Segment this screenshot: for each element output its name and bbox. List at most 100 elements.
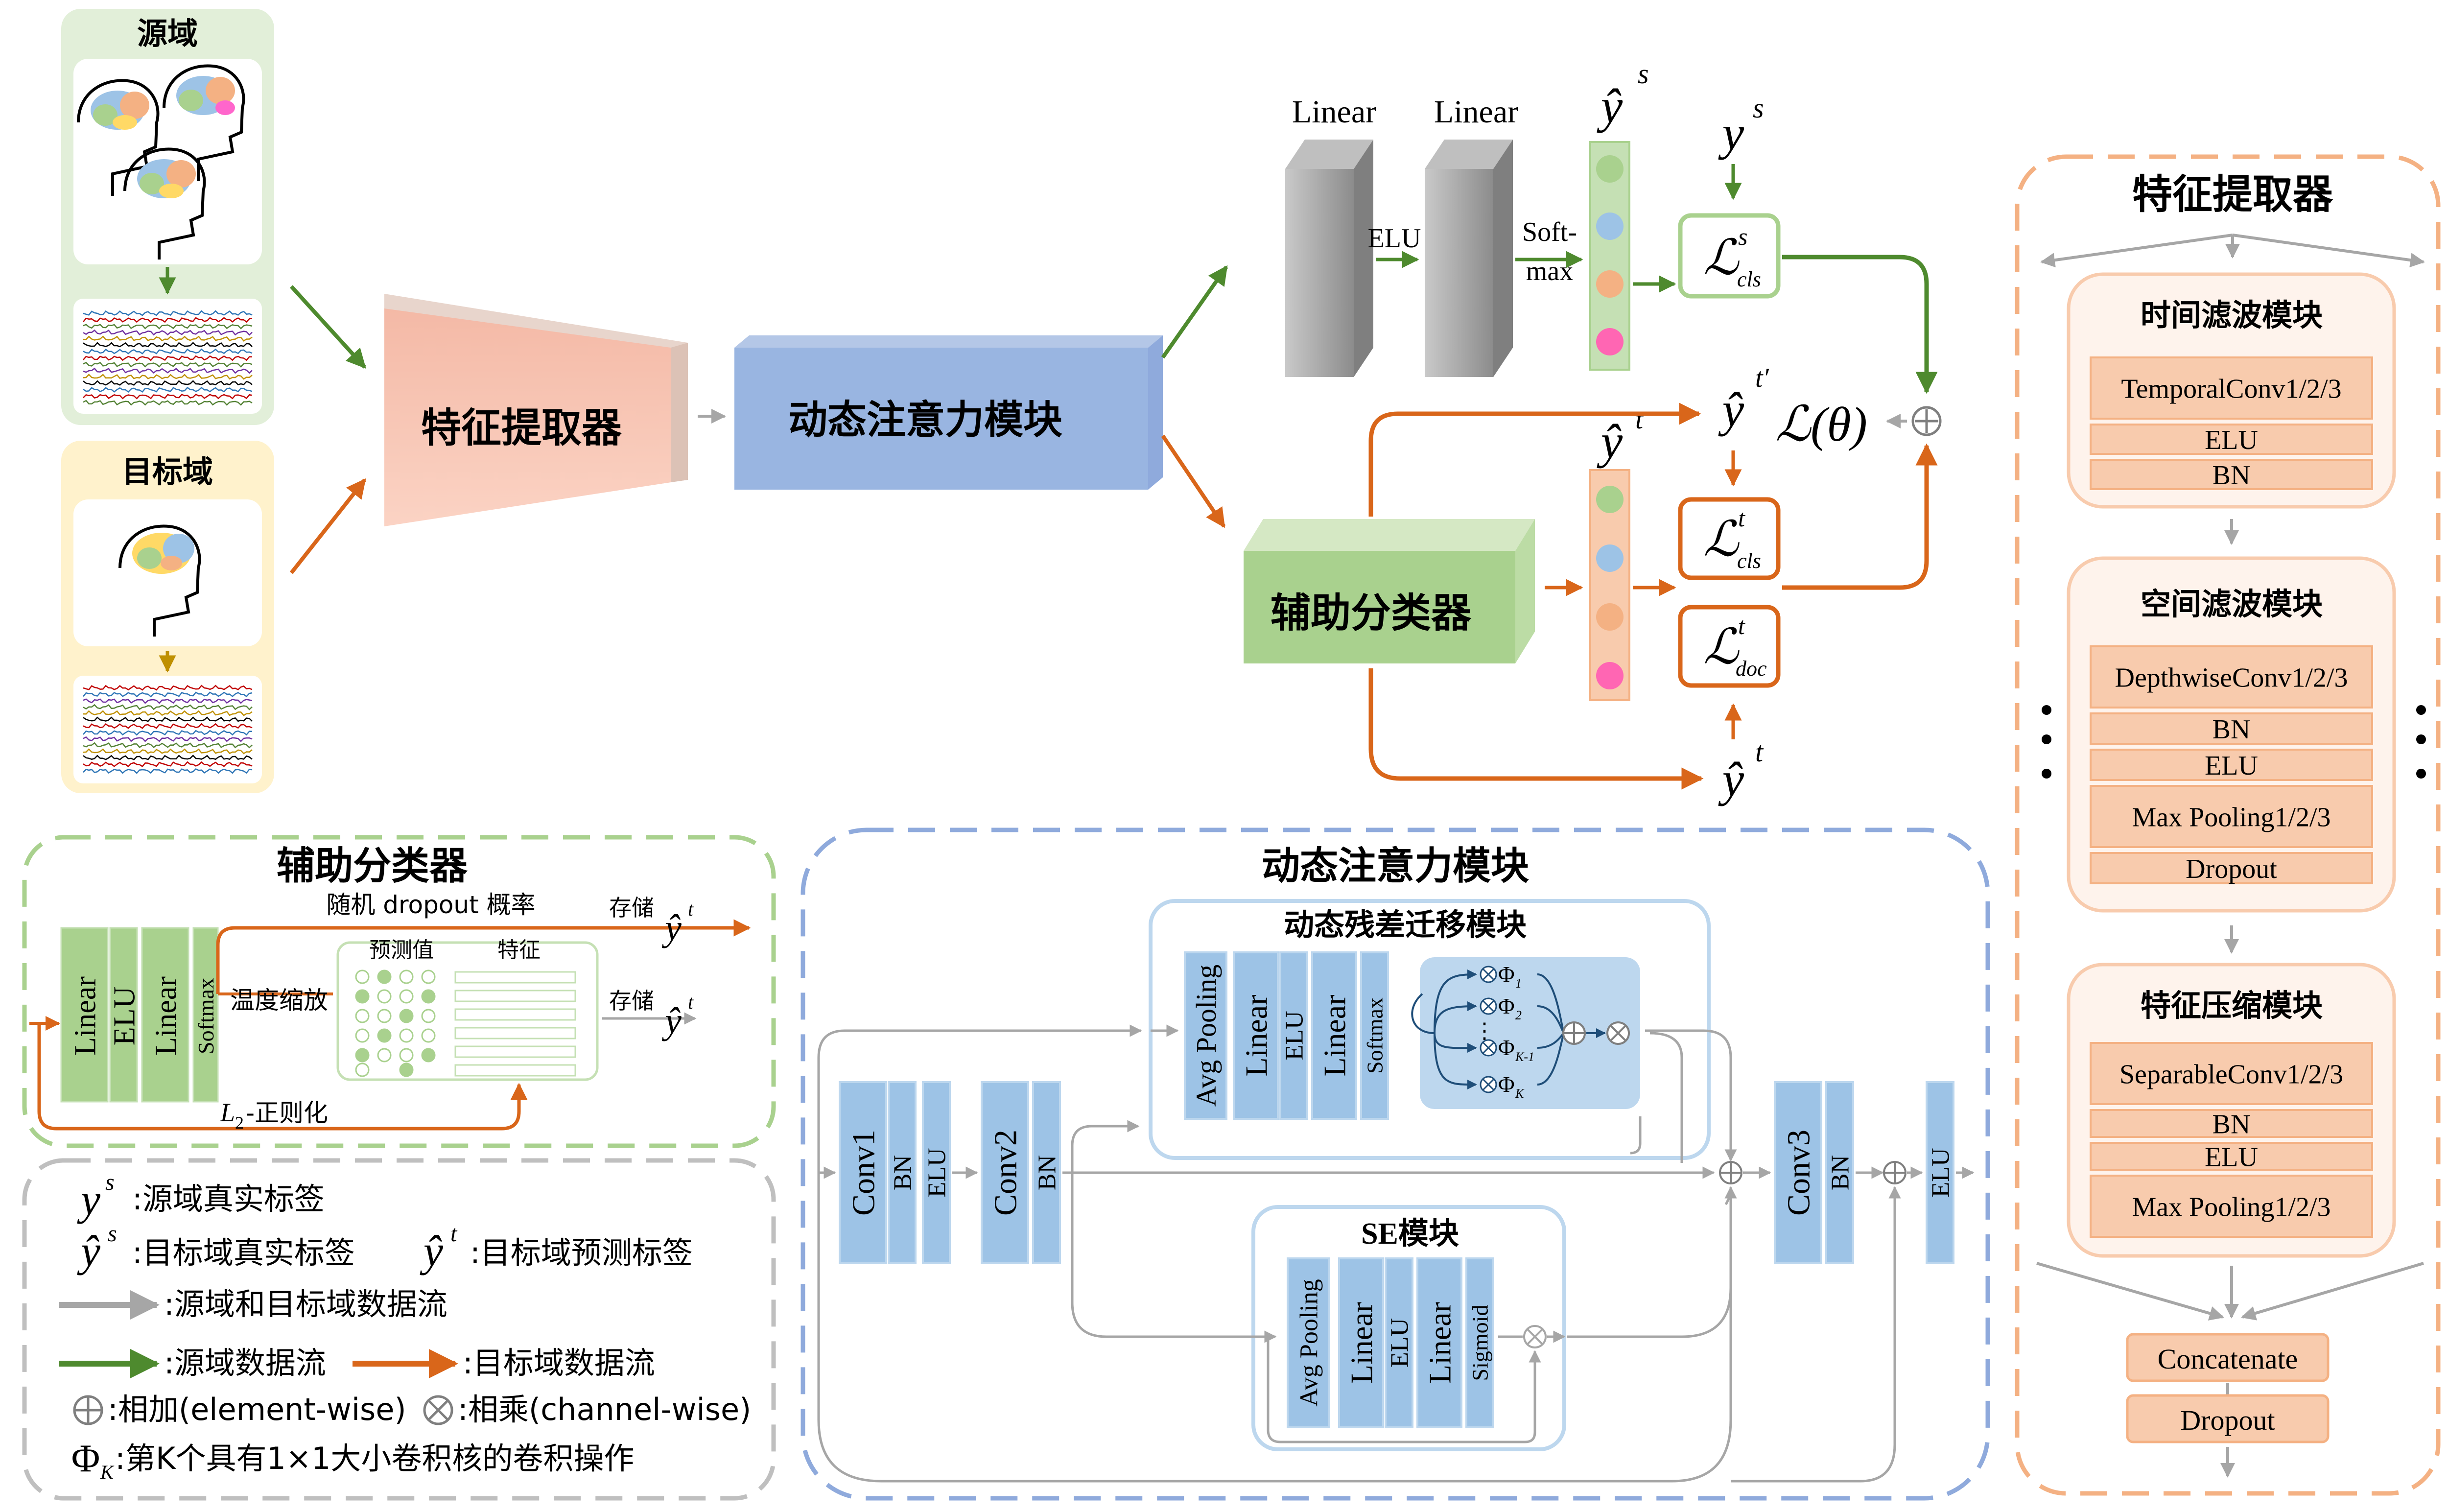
- feature-bars: [454, 971, 576, 1077]
- pred-dot: [399, 1063, 414, 1077]
- aux-panel-title: 辅助分类器: [277, 844, 468, 888]
- final-dropout-label: Dropout: [2180, 1404, 2275, 1436]
- se-layer-label: Sigmoid: [1468, 1305, 1493, 1381]
- aux-layer-box: [60, 927, 109, 1103]
- pred-dot: [355, 1009, 370, 1023]
- brain-head-icon: [118, 524, 201, 637]
- pred-dot: [355, 1063, 370, 1077]
- spatial-layer-label: Dropout: [2186, 854, 2277, 884]
- pred-dot: [421, 969, 436, 984]
- eeg-trace: [83, 691, 253, 698]
- compress-layer-box: [2090, 1109, 2373, 1138]
- legend-row1: :源域真实标签: [132, 1181, 325, 1217]
- legend-row6: :第K个具有1×1大小卷积核的卷积操作: [115, 1441, 634, 1476]
- se-title: SE模块: [1361, 1217, 1459, 1251]
- source-flow-arrow: [290, 285, 366, 369]
- l2-suffix: -正则化: [246, 1099, 328, 1127]
- phi-label: Φ: [1498, 962, 1515, 987]
- feature-bar: [454, 1008, 576, 1021]
- compress-layer-label: ELU: [2205, 1142, 2258, 1173]
- pred-dot: [421, 1028, 436, 1043]
- legend-row5b: :相乘(channel-wise): [458, 1392, 751, 1427]
- prediction-dot-grid: [355, 969, 436, 1077]
- eeg-trace: [83, 730, 253, 736]
- sum-node: [1911, 406, 1942, 436]
- phi-label: Φ: [1498, 993, 1515, 1018]
- conv-layer-box: [981, 1081, 1029, 1264]
- phi-sub: 2: [1515, 1008, 1522, 1022]
- residual-layer-box: [1279, 951, 1308, 1120]
- compress-layer-label: Max Pooling1/2/3: [2132, 1192, 2330, 1223]
- loss-cls-target-box: ℒ t cls: [1678, 497, 1781, 580]
- conv-layer-box: [922, 1081, 951, 1264]
- y-hat-t-bottom-symbol: ŷ: [1718, 752, 1744, 806]
- aux-layer-label: ELU: [108, 987, 141, 1046]
- phi-sub: 1: [1515, 976, 1522, 991]
- svg-text:t: t: [450, 1221, 458, 1247]
- pred-dot: [421, 1048, 436, 1063]
- svg-text:ℒ: ℒ: [1703, 231, 1740, 285]
- residual-title: 动态残差迁移模块: [1284, 907, 1527, 943]
- attention-flow-lines: [817, 1024, 1975, 1483]
- svg-text:ŷ: ŷ: [420, 1227, 443, 1276]
- side-ellipsis-left: [2042, 705, 2051, 779]
- residual-layer-box: [1233, 951, 1279, 1120]
- svg-text:ℒ: ℒ: [1703, 512, 1740, 567]
- eeg-trace: [83, 761, 253, 768]
- feature-extractor-label: 特征提取器: [421, 405, 622, 451]
- spatial-layer-box: [2090, 852, 2373, 884]
- residual-layer-label: ELU: [1281, 1011, 1309, 1060]
- aux-layer-label: Linear: [150, 976, 183, 1056]
- store-y-hat-2: ŷ: [661, 1000, 682, 1041]
- pred-dot: [399, 969, 414, 984]
- feature-bar: [454, 1045, 576, 1058]
- legend-row4b: :目标域数据流: [463, 1345, 655, 1381]
- legend-row4a: :源域数据流: [164, 1345, 326, 1381]
- svg-text:ŷ: ŷ: [77, 1227, 100, 1276]
- svg-text:K: K: [100, 1461, 115, 1483]
- eeg-trace: [83, 329, 253, 336]
- conv-layer-label: ELU: [1927, 1148, 1955, 1197]
- eeg-trace: [83, 310, 253, 316]
- eeg-trace: [83, 317, 253, 323]
- linear-2-label: Linear: [1434, 94, 1518, 130]
- residual-layer-label: Linear: [1239, 995, 1273, 1077]
- svg-text:t: t: [1738, 504, 1745, 532]
- compress-layer-label: SeparableConv1/2/3: [2119, 1060, 2343, 1090]
- phi-sub: K: [1515, 1087, 1525, 1101]
- eeg-trace: [83, 698, 253, 704]
- residual-layer-label: Softmax: [1363, 997, 1388, 1074]
- brain-color-icon: [91, 76, 235, 198]
- residual-layer-label: Linear: [1317, 995, 1352, 1077]
- pred-dot: [421, 1009, 436, 1023]
- conv-layer-label: Conv1: [846, 1130, 882, 1216]
- loss-doc-target-box: ℒ t doc: [1678, 605, 1781, 688]
- eeg-trace: [83, 355, 253, 361]
- y-hat-t-prime-symbol: ŷ: [1718, 382, 1744, 437]
- y-hat-t-prime-sup: t′: [1755, 363, 1769, 393]
- y-hat-s-symbol: ŷ: [1597, 79, 1623, 133]
- eeg-trace: [83, 723, 253, 729]
- spatial-layer-label: DepthwiseConv1/2/3: [2115, 663, 2348, 693]
- svg-text:t: t: [688, 991, 694, 1013]
- eeg-trace: [83, 393, 253, 400]
- eeg-trace: [83, 685, 253, 691]
- target-flow-arrow: [289, 478, 367, 574]
- pred-dot: [399, 1009, 414, 1023]
- spatial-layer-label: Max Pooling1/2/3: [2132, 803, 2330, 833]
- phi-label: Φ: [1498, 1072, 1515, 1097]
- eeg-trace: [83, 742, 253, 749]
- source-domain-panel: 源域: [61, 9, 274, 425]
- loss-theta-label: ℒ(θ): [1775, 397, 1867, 451]
- target-domain-title: 目标域: [122, 454, 213, 490]
- y-hat-t-bottom-sup: t: [1755, 736, 1764, 768]
- conv-layer-box: [1825, 1081, 1854, 1264]
- eeg-trace: [83, 324, 253, 330]
- svg-text:doc: doc: [1736, 657, 1767, 681]
- spatial-module-title: 空间滤波模块: [2141, 586, 2323, 622]
